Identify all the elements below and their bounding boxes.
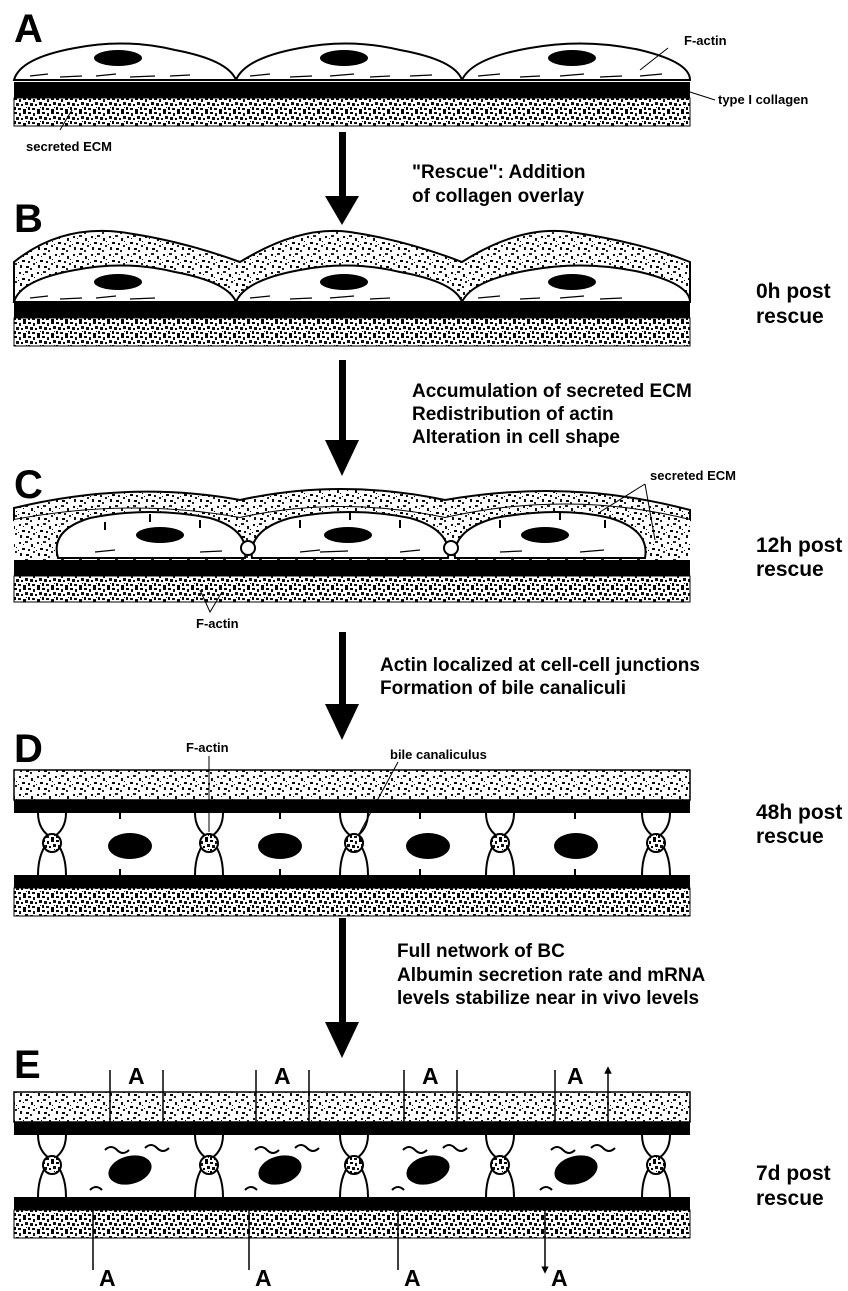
label-type1-collagen: type I collagen xyxy=(718,92,808,107)
step-ab-text: "Rescue": Addition of collagen overlay xyxy=(412,162,586,207)
panel-e-letter: E xyxy=(14,1043,41,1087)
panel-d: D F-actin bile canaliculus 48h post resc… xyxy=(14,727,842,916)
step-de-line: Full network of BC xyxy=(397,941,565,962)
time-label: rescue xyxy=(756,825,824,848)
step-bc-text: Accumulation of secreted ECM Redistribut… xyxy=(412,381,692,448)
step-bc-line: Accumulation of secreted ECM xyxy=(412,381,692,402)
panel-b: B 0h post rescue xyxy=(14,197,831,346)
nucleus xyxy=(548,50,596,66)
bile-canaliculus xyxy=(345,834,363,852)
step-de-line: Albumin secretion rate and mRNA xyxy=(397,965,706,986)
nucleus xyxy=(554,833,598,859)
bile-canaliculus xyxy=(647,834,665,852)
bile-canaliculus xyxy=(491,834,509,852)
time-label: 0h post xyxy=(756,280,831,303)
collagen-overlay xyxy=(14,1092,690,1122)
bile-canaliculus xyxy=(345,1156,363,1174)
collagen-gel xyxy=(14,318,690,346)
panel-d-letter: D xyxy=(14,727,43,771)
bile-canaliculus xyxy=(43,1156,61,1174)
time-label: rescue xyxy=(756,558,824,581)
panel-b-letter: B xyxy=(14,197,43,241)
label-f-actin: F-actin xyxy=(186,740,229,755)
nucleus xyxy=(521,527,569,543)
nucleus xyxy=(94,50,142,66)
label-f-actin: F-actin xyxy=(196,616,239,631)
bile-canaliculus xyxy=(43,834,61,852)
step-ab-line: "Rescue": Addition xyxy=(412,162,586,183)
collagen-layer xyxy=(14,875,690,888)
label-bile-canaliculus: bile canaliculus xyxy=(390,747,487,762)
panel-c: C secreted ECM F-actin 12h post rescue xyxy=(14,463,842,631)
bile-canaliculus xyxy=(491,1156,509,1174)
collagen-gel xyxy=(14,98,690,126)
label-secreted-ecm: secreted ECM xyxy=(650,468,736,483)
step-bc-line: Alteration in cell shape xyxy=(412,427,620,448)
bile-canaliculus xyxy=(200,834,218,852)
bile-canaliculus xyxy=(647,1156,665,1174)
collagen-layer xyxy=(14,560,690,576)
nucleus xyxy=(136,527,184,543)
arrow-c-d xyxy=(325,632,359,740)
step-bc-line: Redistribution of actin xyxy=(412,404,614,425)
albumin-label: A xyxy=(255,1265,272,1291)
collagen-gel xyxy=(14,576,690,602)
collagen-layer xyxy=(14,82,690,98)
nucleus xyxy=(406,833,450,859)
collagen-layer xyxy=(14,1197,690,1210)
arrow-b-c xyxy=(325,360,359,476)
label-secreted-ecm: secreted ECM xyxy=(26,139,112,154)
albumin-label: A xyxy=(404,1265,421,1291)
nucleus xyxy=(94,274,142,290)
nucleus xyxy=(320,50,368,66)
step-de-line: levels stabilize near in vivo levels xyxy=(397,988,699,1009)
albumin-label: A xyxy=(274,1063,291,1089)
time-label: 7d post xyxy=(756,1162,831,1185)
time-label: rescue xyxy=(756,305,824,328)
nucleus xyxy=(548,274,596,290)
albumin-label: A xyxy=(567,1063,584,1089)
collagen-overlay xyxy=(14,770,690,800)
collagen-gel xyxy=(14,888,690,916)
arrow-d-e xyxy=(325,918,359,1058)
label-f-actin: F-actin xyxy=(684,33,727,48)
albumin-label: A xyxy=(422,1063,439,1089)
nucleus xyxy=(324,527,372,543)
panel-c-letter: C xyxy=(14,463,43,507)
albumin-label: A xyxy=(99,1265,116,1291)
albumin-label: A xyxy=(128,1063,145,1089)
panel-a: A F-actin type I collagen secreted ECM xyxy=(14,7,808,154)
step-cd-line: Formation of bile canaliculi xyxy=(380,678,626,699)
panel-a-cells xyxy=(14,43,690,80)
collagen-layer xyxy=(14,1122,690,1135)
step-cd-line: Actin localized at cell-cell junctions xyxy=(380,655,700,676)
panel-a-letter: A xyxy=(14,7,43,51)
step-cd-text: Actin localized at cell-cell junctions F… xyxy=(380,655,700,699)
albumin-label: A xyxy=(551,1265,568,1291)
panel-c-cells xyxy=(57,512,646,558)
time-label: 12h post xyxy=(756,534,842,557)
nucleus xyxy=(320,274,368,290)
nucleus xyxy=(258,833,302,859)
collagen-layer xyxy=(14,302,690,318)
nucleus xyxy=(108,833,152,859)
collagen-layer xyxy=(14,800,690,813)
panel-e: E A A A A xyxy=(14,1043,831,1291)
panel-b-cells xyxy=(14,265,690,302)
bile-canaliculus xyxy=(200,1156,218,1174)
time-label: 48h post xyxy=(756,801,842,824)
step-ab-line: of collagen overlay xyxy=(412,186,585,207)
collagen-gel xyxy=(14,1210,690,1238)
arrow-a-b xyxy=(325,132,359,225)
time-label: rescue xyxy=(756,1187,824,1210)
step-de-text: Full network of BC Albumin secretion rat… xyxy=(397,941,706,1009)
